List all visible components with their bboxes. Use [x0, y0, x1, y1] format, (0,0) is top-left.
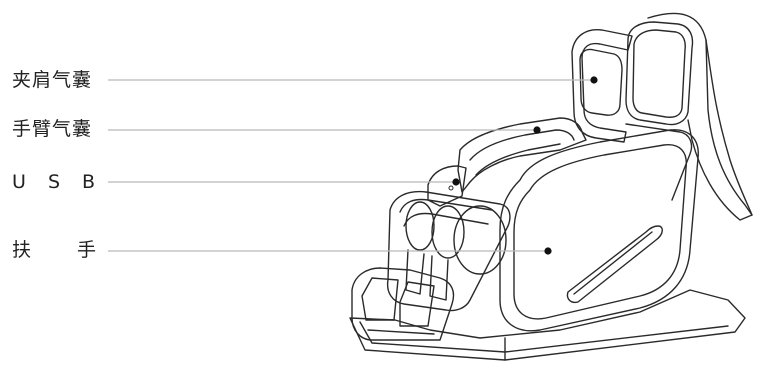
- leader-lines: [108, 80, 594, 251]
- chair-armrest: [500, 130, 698, 331]
- dot-arm: [533, 126, 540, 133]
- usb-port-icon: [449, 186, 453, 190]
- dot-usb: [452, 178, 459, 185]
- dot-shoulder: [590, 76, 597, 83]
- dot-armrest: [544, 247, 551, 254]
- chair-arm-section: [458, 118, 586, 192]
- chair-base: [350, 290, 745, 360]
- chair-armrest-slot: [567, 226, 662, 302]
